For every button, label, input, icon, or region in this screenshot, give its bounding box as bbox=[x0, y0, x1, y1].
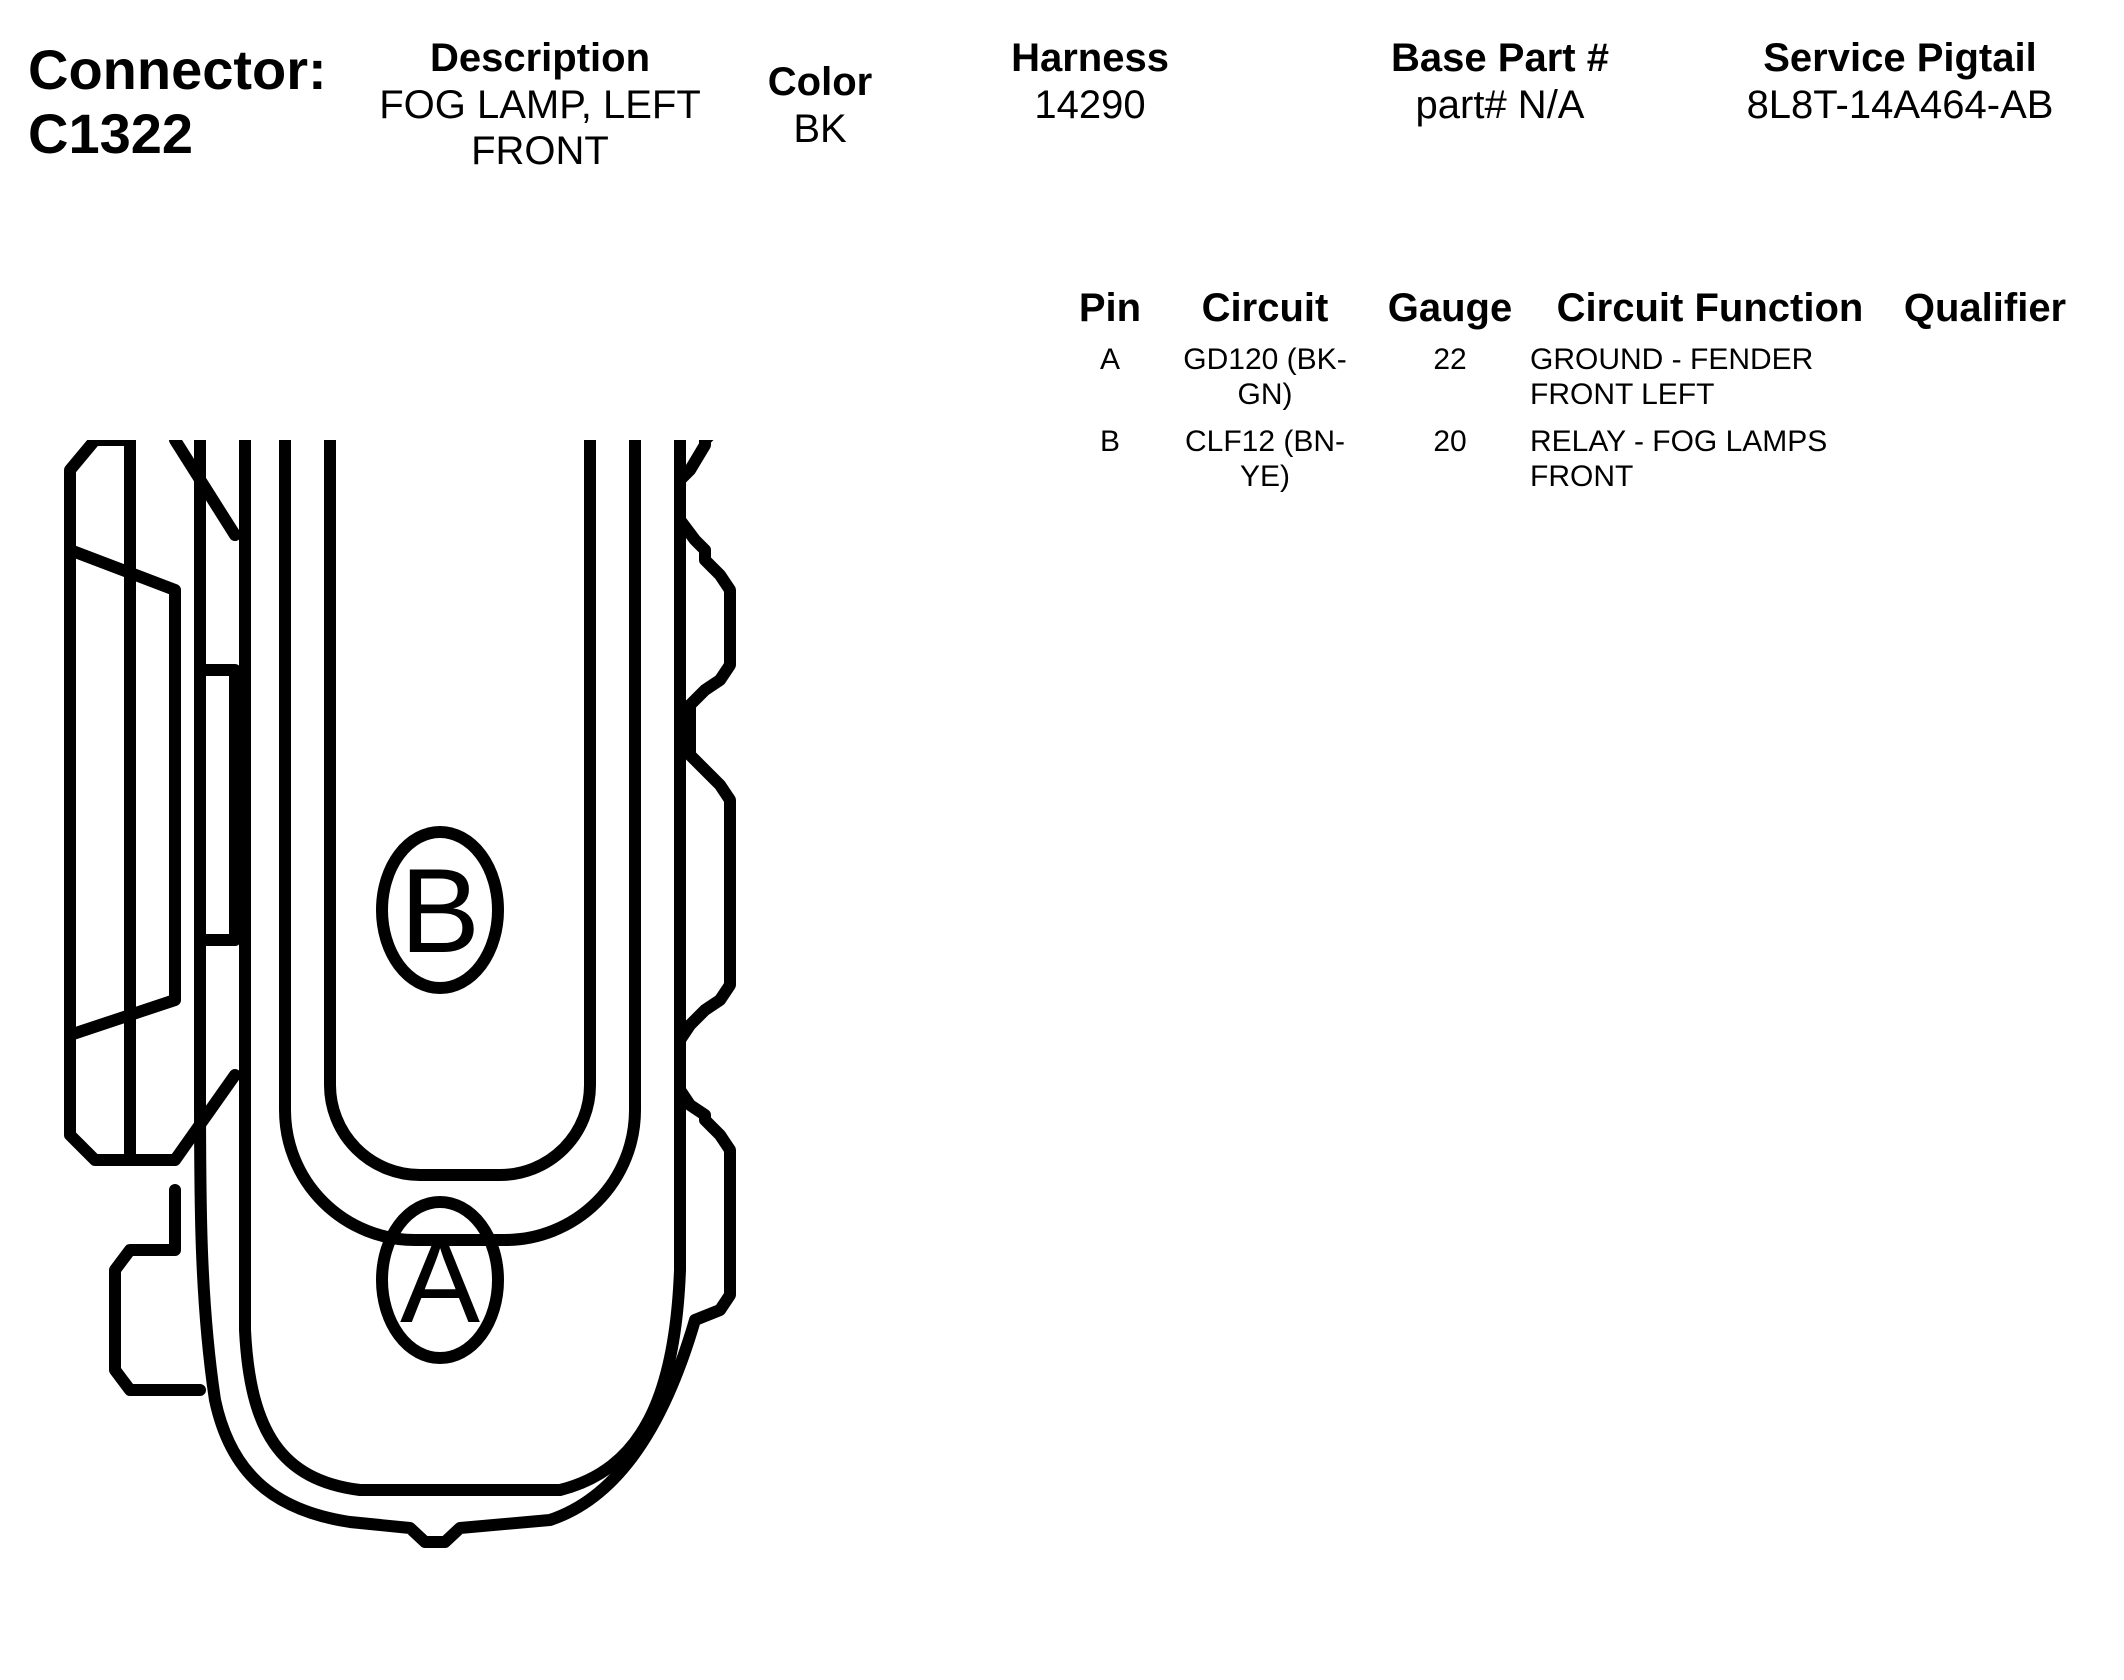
connector-seal-ring bbox=[279, 440, 641, 1246]
description-column: Description FOG LAMP, LEFT FRONT bbox=[340, 34, 740, 174]
color-value: BK bbox=[793, 107, 847, 151]
locking-tab bbox=[64, 440, 241, 1166]
col-qualifier: Qualifier bbox=[1903, 286, 2067, 330]
pin-cavity-ring bbox=[324, 440, 596, 1181]
pin-a-label: A bbox=[400, 1214, 480, 1348]
col-circuit: Circuit bbox=[1201, 286, 1329, 330]
harness-label: Harness bbox=[1011, 36, 1169, 80]
base-part-value: part# N/A bbox=[1415, 83, 1585, 127]
base-part-label: Base Part # bbox=[1391, 36, 1609, 80]
table-row: B CLF12 (BN-YE) 20 RELAY - FOG LAMPS FRO… bbox=[1060, 424, 2080, 506]
col-pin: Pin bbox=[1078, 286, 1142, 330]
table-row: A GD120 (BK-GN) 22 GROUND - FENDER FRONT… bbox=[1060, 342, 2080, 424]
cell-pin: B bbox=[1099, 425, 1120, 458]
connector-face-diagram: B A bbox=[64, 440, 736, 1548]
service-pigtail-column: Service Pigtail 8L8T-14A464-AB bbox=[1690, 34, 2110, 128]
pin-a-circle bbox=[376, 1196, 504, 1364]
pin-table: Pin Circuit Gauge Circuit Function Quali… bbox=[1060, 284, 2080, 506]
col-circuit-function: Circuit Function bbox=[1556, 286, 1864, 330]
connector-label: Connector: bbox=[28, 38, 327, 101]
description-value: FOG LAMP, LEFT FRONT bbox=[379, 83, 701, 173]
cell-function: RELAY - FOG LAMPS FRONT bbox=[1530, 425, 1828, 493]
harness-value: 14290 bbox=[1034, 83, 1146, 127]
connector-housing-outline bbox=[194, 440, 736, 1548]
cell-gauge: 22 bbox=[1433, 343, 1467, 376]
service-pigtail-value: 8L8T-14A464-AB bbox=[1746, 83, 2054, 127]
base-part-column: Base Part # part# N/A bbox=[1340, 34, 1660, 128]
service-pigtail-label: Service Pigtail bbox=[1763, 36, 2037, 80]
cell-circuit: CLF12 (BN-YE) bbox=[1184, 425, 1346, 493]
connector-inner-ring bbox=[239, 440, 686, 1496]
locking-clip-lower bbox=[109, 1184, 206, 1396]
col-gauge: Gauge bbox=[1387, 286, 1513, 330]
cell-circuit: GD120 (BK-GN) bbox=[1183, 343, 1347, 411]
cell-pin: A bbox=[1099, 343, 1120, 376]
pin-table-header: Pin Circuit Gauge Circuit Function Quali… bbox=[1060, 284, 2080, 342]
description-label: Description bbox=[429, 36, 651, 80]
connector-id: C1322 bbox=[28, 102, 194, 165]
color-column: Color BK bbox=[720, 58, 920, 152]
cell-gauge: 20 bbox=[1433, 425, 1467, 458]
cell-qualifier bbox=[1890, 342, 2080, 424]
pin-b-label: B bbox=[400, 844, 480, 978]
cell-qualifier bbox=[1890, 424, 2080, 506]
connector-title: Connector: C1322 bbox=[28, 38, 327, 166]
harness-column: Harness 14290 bbox=[940, 34, 1240, 128]
cell-function: GROUND - FENDER FRONT LEFT bbox=[1530, 343, 1814, 411]
pin-b-circle bbox=[376, 826, 504, 994]
locking-tab-detail bbox=[64, 544, 241, 1041]
color-label: Color bbox=[767, 60, 873, 104]
